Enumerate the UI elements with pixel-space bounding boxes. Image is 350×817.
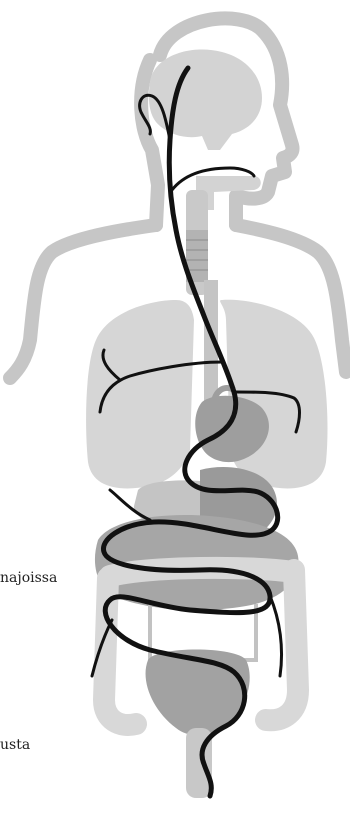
left-lung [86,300,194,488]
brain [149,50,262,150]
organ-label-1: najoissa [0,570,57,586]
organ-label-2: usta [0,737,30,753]
